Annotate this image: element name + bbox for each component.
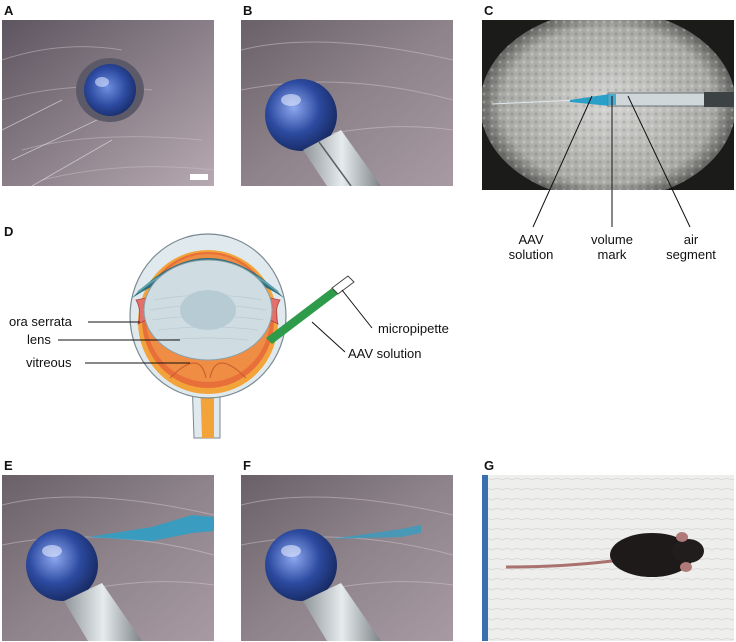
photo-mouse-eye [2,20,214,186]
panel-label-f: F [243,458,251,473]
label-ora-serrata: ora serrata [9,314,72,329]
photo-mouse-recovery [482,475,734,641]
panel-label-g: G [484,458,495,473]
eye-anatomy-diagram [129,233,355,439]
label-micropipette: micropipette [378,321,449,336]
photo-pipette [482,20,734,190]
panel-label-e: E [4,458,13,473]
label-vitreous: vitreous [26,355,72,370]
photo-injection [2,475,214,641]
panel-label-a: A [4,3,14,18]
photo-post-injection [241,475,453,641]
panel-label-c: C [484,3,494,18]
panel-label-b: B [243,3,253,18]
photo-eye-forceps [241,20,453,186]
label-lens: lens [27,332,51,347]
scale-bar [190,174,208,180]
label-aav-solution-d: AAV solution [348,346,422,361]
panel-label-d: D [4,224,14,239]
